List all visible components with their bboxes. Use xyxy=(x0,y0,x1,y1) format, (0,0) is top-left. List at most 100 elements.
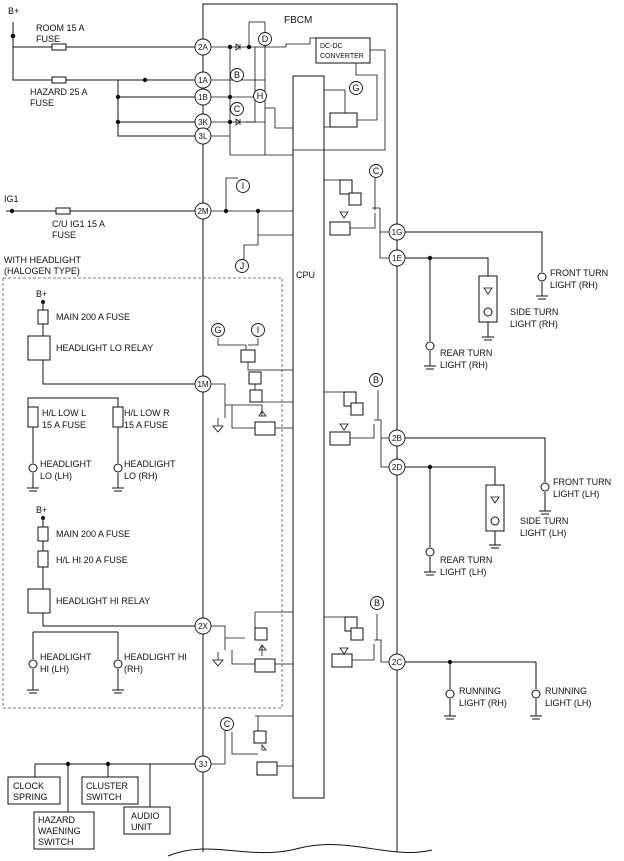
svg-text:H: H xyxy=(257,91,264,101)
driver-2x-box xyxy=(254,658,276,673)
headlight-lo-relay-label: HEADLIGHT LO RELAY xyxy=(56,343,153,353)
svg-text:J: J xyxy=(240,261,245,271)
svg-text:D: D xyxy=(262,34,269,44)
svg-text:I: I xyxy=(257,325,260,335)
cu-ig1-fuse-label-1: C/U IG1 15 A xyxy=(52,219,105,229)
terminal-1e: 1E xyxy=(388,249,406,267)
front-turn-rh-bulb xyxy=(537,272,547,282)
gate-3j-a xyxy=(253,730,267,744)
hazard-fuse-label-2: FUSE xyxy=(30,98,54,108)
bplus-label-hi: B+ xyxy=(36,505,47,515)
headlight-group-frame xyxy=(2,277,283,709)
headlight-lo-lh-bulb xyxy=(28,463,38,473)
cluster-switch-label-2: SWITCH xyxy=(86,792,122,802)
svg-text:3L: 3L xyxy=(199,132,208,141)
room-fuse-label-1: ROOM 15 A xyxy=(36,23,85,33)
rear-turn-rh-label-2: LIGHT (RH) xyxy=(440,360,488,370)
svg-text:C: C xyxy=(234,104,241,114)
main-fuse-hi-label: MAIN 200 A FUSE xyxy=(56,529,130,539)
rear-turn-rh-label-1: REAR TURN xyxy=(440,348,492,358)
front-turn-lh-label-2: LIGHT (LH) xyxy=(553,489,599,499)
svg-text:1A: 1A xyxy=(198,76,208,85)
terminal-1m: 1M xyxy=(194,375,212,393)
hazard-switch-box xyxy=(33,811,95,850)
hl-low-r-fuse-label-2: 15 A FUSE xyxy=(124,420,168,430)
bplus-label-lo: B+ xyxy=(36,289,47,299)
hl-low-r-fuse xyxy=(112,406,124,428)
hl-low-l-fuse-label-2: 15 A FUSE xyxy=(42,420,86,430)
svg-text:3J: 3J xyxy=(199,760,207,769)
main-fuse-hi xyxy=(37,526,49,542)
running-lh-bulb xyxy=(531,689,541,699)
svg-text:C: C xyxy=(224,719,231,729)
svg-text:B: B xyxy=(234,70,240,80)
gate-2x-a xyxy=(254,627,268,641)
ref-b-r2: B xyxy=(369,373,383,387)
terminal-1b: 1B xyxy=(194,88,212,106)
driver-3j-box xyxy=(256,761,278,776)
side-turn-lh-label-1: SIDE TURN xyxy=(520,516,568,526)
audio-unit-label-2: UNIT xyxy=(131,822,152,832)
ref-g-1m: G xyxy=(211,323,225,337)
terminal-2m: 2M xyxy=(194,202,212,220)
ref-d: D xyxy=(258,32,272,46)
terminal-2b: 2B xyxy=(388,429,406,447)
front-turn-lh-label-1: FRONT TURN xyxy=(553,477,611,487)
headlight-hi-lh-label-1: HEADLIGHT xyxy=(40,652,92,662)
audio-unit-label-1: AUDIO xyxy=(131,811,160,821)
driver-r1-box xyxy=(329,221,351,236)
headlight-hi-rh-label-2: (RH) xyxy=(124,664,143,674)
front-turn-rh-label-2: LIGHT (RH) xyxy=(550,280,598,290)
running-rh-bulb xyxy=(445,689,455,699)
driver-1m-box xyxy=(254,421,276,436)
terminal-2x: 2X xyxy=(194,617,212,635)
side-turn-rh-label-1: SIDE TURN xyxy=(510,307,558,317)
front-turn-lh-bulb xyxy=(540,482,550,492)
hl-low-l-fuse xyxy=(27,406,39,428)
headlight-group-label-1: WITH HEADLIGHT xyxy=(4,255,82,265)
ref-h: H xyxy=(253,89,267,103)
ref-c-r1: C xyxy=(369,164,383,178)
side-turn-rh-label-2: LIGHT (RH) xyxy=(510,319,558,329)
side-turn-rh-bulb xyxy=(483,307,493,317)
rear-turn-lh-label-1: REAR TURN xyxy=(440,555,492,565)
cpu-block xyxy=(292,75,325,799)
headlight-lo-relay xyxy=(27,335,51,361)
svg-text:B: B xyxy=(373,375,379,385)
headlight-lo-lh-label-2: LO (LH) xyxy=(40,471,72,481)
hl-hi-fuse-label: H/L HI 20 A FUSE xyxy=(56,555,128,565)
svg-text:2C: 2C xyxy=(392,658,402,667)
headlight-lo-rh-bulb xyxy=(113,463,123,473)
rear-turn-rh-bulb xyxy=(425,341,435,351)
main-fuse-lo xyxy=(37,309,49,325)
svg-text:2M: 2M xyxy=(197,207,208,216)
clock-spring-label-2: SPRING xyxy=(13,792,48,802)
headlight-lo-rh-label-1: HEADLIGHT xyxy=(124,459,176,469)
svg-text:2D: 2D xyxy=(392,463,402,472)
hl-low-r-fuse-label-1: H/L LOW R xyxy=(124,408,170,418)
audio-unit-box xyxy=(123,806,171,835)
running-lh-label-1: RUNNING xyxy=(545,686,587,696)
svg-text:2X: 2X xyxy=(198,622,208,631)
gate-r1 xyxy=(339,179,353,195)
headlight-hi-rh-label-1: HEADLIGHT HI xyxy=(124,652,187,662)
svg-text:1E: 1E xyxy=(392,254,402,263)
running-lh-label-2: LIGHT (LH) xyxy=(545,698,591,708)
dcdc-converter-box xyxy=(315,37,371,64)
gate-1m-b xyxy=(248,371,262,385)
gate-r1b xyxy=(348,192,362,206)
internal-relay-box xyxy=(329,112,358,128)
ig1-label: IG1 xyxy=(4,194,19,204)
headlight-group-label-2: (HALOGEN TYPE) xyxy=(4,266,80,276)
ref-c-top: C xyxy=(230,102,244,116)
svg-text:2B: 2B xyxy=(392,434,402,443)
fbcm-title: FBCM xyxy=(284,15,312,26)
front-turn-rh-label-1: FRONT TURN xyxy=(550,268,608,278)
driver-r2-box xyxy=(329,431,351,446)
ref-i-1m: I xyxy=(251,323,265,337)
svg-text:2A: 2A xyxy=(198,43,208,52)
hazard-fuse xyxy=(51,76,67,84)
svg-text:G: G xyxy=(214,325,221,335)
cu-ig1-fuse xyxy=(55,207,71,215)
